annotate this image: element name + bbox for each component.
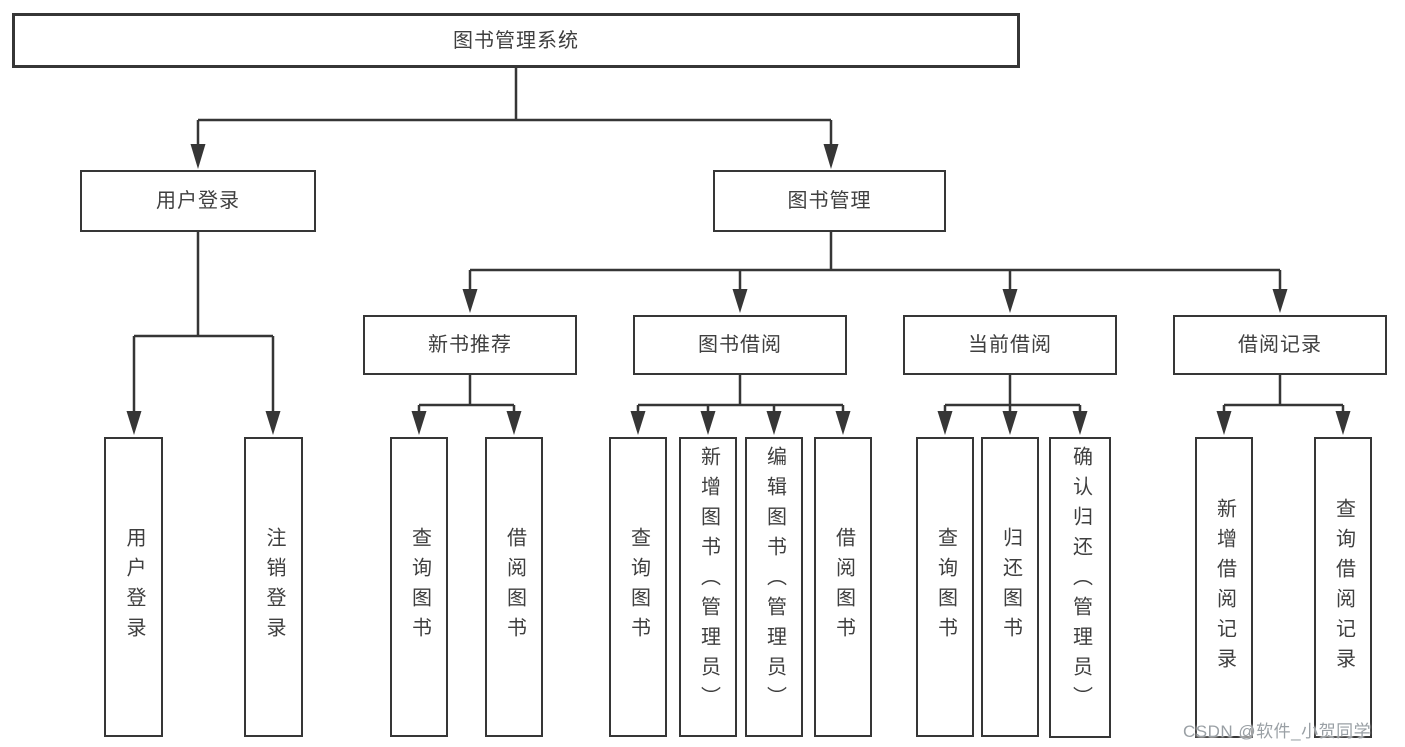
leaf-query-books-current-label: 查询图书 bbox=[934, 527, 957, 647]
node-book-management: 图书管理 bbox=[713, 170, 946, 232]
leaf-user-login: 用户登录 bbox=[104, 437, 163, 737]
leaf-query-borrow-record: 查询借阅记录 bbox=[1314, 437, 1372, 738]
leaf-query-books-recommend: 查询图书 bbox=[390, 437, 448, 737]
connector-book-borrow bbox=[636, 375, 845, 413]
leaf-query-books-borrow: 查询图书 bbox=[609, 437, 667, 737]
node-book-borrow-label: 图书借阅 bbox=[698, 334, 782, 356]
arrowheads bbox=[126, 144, 1351, 435]
leaf-borrow-books-2-label: 借阅图书 bbox=[832, 527, 855, 647]
leaf-borrow-books-recommend-label: 借阅图书 bbox=[503, 527, 526, 647]
connector-borrow-records bbox=[1222, 375, 1345, 413]
node-book-management-label: 图书管理 bbox=[787, 190, 872, 212]
node-new-book-recommend-label: 新书推荐 bbox=[428, 334, 512, 356]
leaf-confirm-return-admin-label: 确认归还（管理员） bbox=[1069, 446, 1092, 716]
node-borrow-records: 借阅记录 bbox=[1173, 315, 1387, 375]
leaf-edit-book-admin-label: 编辑图书（管理员） bbox=[763, 446, 786, 716]
csdn-watermark: CSDN @软件_小贺同学 bbox=[1183, 722, 1372, 741]
connector-book-management bbox=[468, 232, 1282, 291]
leaf-add-book-admin: 新增图书（管理员） bbox=[679, 437, 737, 737]
node-user-login-label: 用户登录 bbox=[156, 190, 240, 212]
leaf-logout: 注销登录 bbox=[244, 437, 303, 737]
leaf-query-books-borrow-label: 查询图书 bbox=[627, 527, 650, 647]
leaf-query-books-recommend-label: 查询图书 bbox=[408, 527, 431, 647]
node-current-borrow: 当前借阅 bbox=[903, 315, 1117, 375]
leaf-logout-label: 注销登录 bbox=[263, 527, 285, 647]
leaf-edit-book-admin: 编辑图书（管理员） bbox=[745, 437, 803, 737]
connector-user-login bbox=[132, 232, 275, 413]
leaf-add-borrow-record: 新增借阅记录 bbox=[1195, 437, 1253, 738]
node-user-login: 用户登录 bbox=[80, 170, 316, 232]
leaf-query-books-current: 查询图书 bbox=[916, 437, 974, 737]
connector-root bbox=[196, 68, 833, 146]
leaf-borrow-books-2: 借阅图书 bbox=[814, 437, 872, 737]
leaf-add-borrow-record-label: 新增借阅记录 bbox=[1213, 497, 1236, 678]
node-new-book-recommend: 新书推荐 bbox=[363, 315, 577, 375]
node-root: 图书管理系统 bbox=[12, 13, 1020, 68]
leaf-return-book: 归还图书 bbox=[981, 437, 1039, 737]
leaf-user-login-label: 用户登录 bbox=[123, 527, 145, 647]
node-book-borrow: 图书借阅 bbox=[633, 315, 847, 375]
connector-new-book-recommend bbox=[417, 375, 516, 413]
leaf-add-book-admin-label: 新增图书（管理员） bbox=[697, 446, 720, 716]
leaf-return-book-label: 归还图书 bbox=[999, 527, 1022, 647]
leaf-borrow-books-recommend: 借阅图书 bbox=[485, 437, 543, 737]
leaf-query-borrow-record-label: 查询借阅记录 bbox=[1332, 497, 1355, 678]
connector-current-borrow bbox=[943, 375, 1082, 413]
node-borrow-records-label: 借阅记录 bbox=[1238, 334, 1322, 356]
node-root-label: 图书管理系统 bbox=[453, 29, 579, 52]
node-current-borrow-label: 当前借阅 bbox=[968, 334, 1052, 356]
leaf-confirm-return-admin: 确认归还（管理员） bbox=[1049, 437, 1111, 738]
